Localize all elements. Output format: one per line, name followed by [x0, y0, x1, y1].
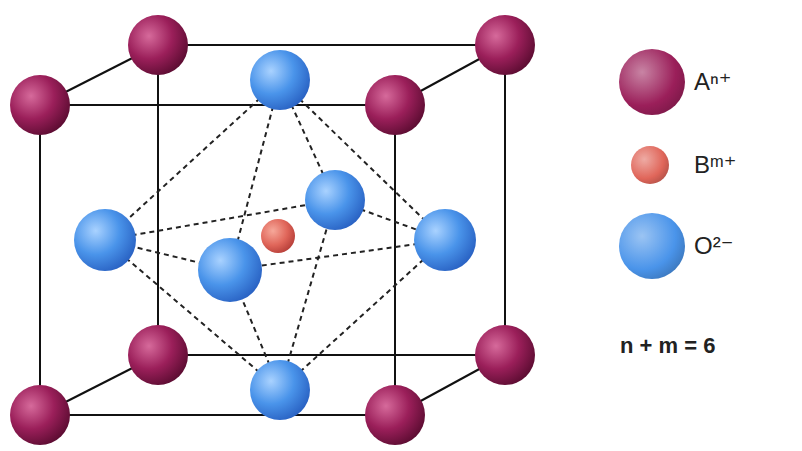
a-site-atoms-front [10, 75, 425, 445]
legend-swatch [619, 213, 685, 279]
charge-note: n + m = 6 [620, 333, 715, 359]
a-site-atoms [128, 15, 535, 385]
legend-label: Bᵐ⁺ [694, 151, 736, 179]
cube-edges [40, 45, 505, 415]
b-site-atom [261, 219, 295, 253]
legend-swatch [631, 146, 669, 184]
legend-label: O²⁻ [694, 232, 733, 260]
legend-label: Aⁿ⁺ [694, 68, 731, 96]
legend-swatch [619, 49, 685, 115]
oxygen-atoms-front [198, 238, 310, 420]
oxygen-atoms [74, 50, 476, 271]
